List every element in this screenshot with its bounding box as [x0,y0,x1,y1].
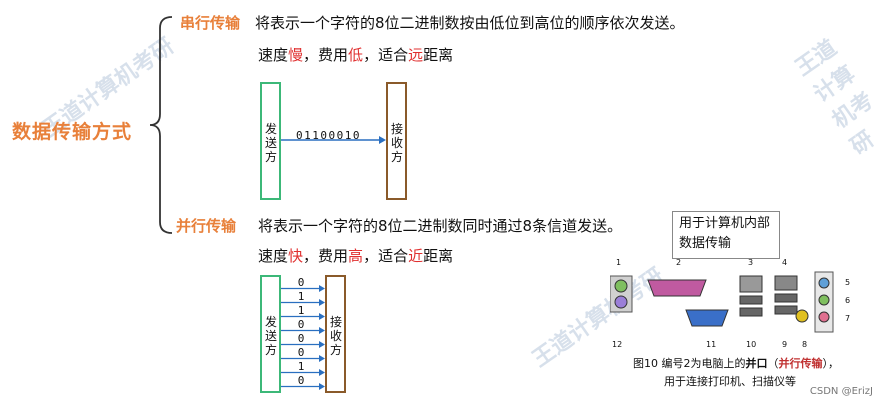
serial-description: 将表示一个字符的8位二进制数按由低位到高位的顺序依次发送。 [255,14,685,32]
fig-num: 12 [612,340,623,349]
fig-num: 10 [746,340,757,349]
parallel-speed-line: 速度快，费用高，适合近距离 [258,247,454,265]
parallel-arrowhead [319,285,325,292]
connector-figure: 1 2 3 4 5 6 7 8 9 10 11 12 [609,258,870,353]
parallel-arrowhead [319,355,325,362]
parallel-sender-box: 发送方 [260,275,281,393]
parallel-description: 将表示一个字符的8位二进制数同时通过8条信道发送。 [258,217,623,235]
fig-num: 4 [782,258,788,267]
parallel-arrowhead [319,313,325,320]
parallel-arrowhead [319,383,325,390]
serial-heading: 串行传输 [180,14,241,32]
parallel-bit: 0 [297,318,305,331]
figure-caption-line1: 图10 编号2为电脑上的并口（并行传输）， [633,357,839,370]
serial-sender-label: 发送方 [264,122,277,164]
serial-receiver-box: 接收方 [386,82,407,200]
serial-arrow [281,136,386,144]
fig-num: 8 [802,340,808,349]
parallel-receiver-box: 接收方 [325,275,346,393]
fig-num: 2 [676,258,682,267]
brace [149,16,173,234]
parallel-bit: 0 [297,346,305,359]
fig-num: 11 [706,340,717,349]
fig-num: 3 [748,258,754,267]
fig-num: 7 [845,314,851,323]
parallel-bit: 1 [297,304,305,317]
parallel-receiver-label: 接收方 [329,315,342,357]
credit-text: CSDN @ErizJ [809,386,873,397]
fig-num: 6 [845,296,851,305]
serial-receiver-label: 接收方 [390,122,403,164]
page-title: 数据传输方式 [12,121,133,143]
parallel-arrows [281,285,325,390]
parallel-bit: 0 [297,374,305,387]
serial-speed-line: 速度慢，费用低，适合远距离 [258,46,454,64]
fig-num: 9 [782,340,788,349]
parallel-arrowhead [319,299,325,306]
parallel-arrowhead [319,327,325,334]
parallel-arrowhead [319,341,325,348]
parallel-bit: 1 [297,360,305,373]
fig-num: 5 [845,278,851,287]
parallel-bit: 0 [297,276,305,289]
parallel-bit: 1 [297,290,305,303]
parallel-arrowhead [319,369,325,376]
parallel-bit: 0 [297,332,305,345]
parallel-sender-label: 发送方 [264,315,277,357]
callout-note: 用于计算机内部数据传输 [672,211,780,259]
figure-caption-line2: 用于连接打印机、扫描仪等 [664,375,796,388]
serial-bits: 01100010 [296,129,361,142]
watermark: 王道计算机考研 [791,35,879,160]
serial-sender-box: 发送方 [260,82,281,200]
parallel-heading: 并行传输 [176,217,237,235]
rear-panel-image [609,271,834,333]
fig-num: 1 [616,258,622,267]
